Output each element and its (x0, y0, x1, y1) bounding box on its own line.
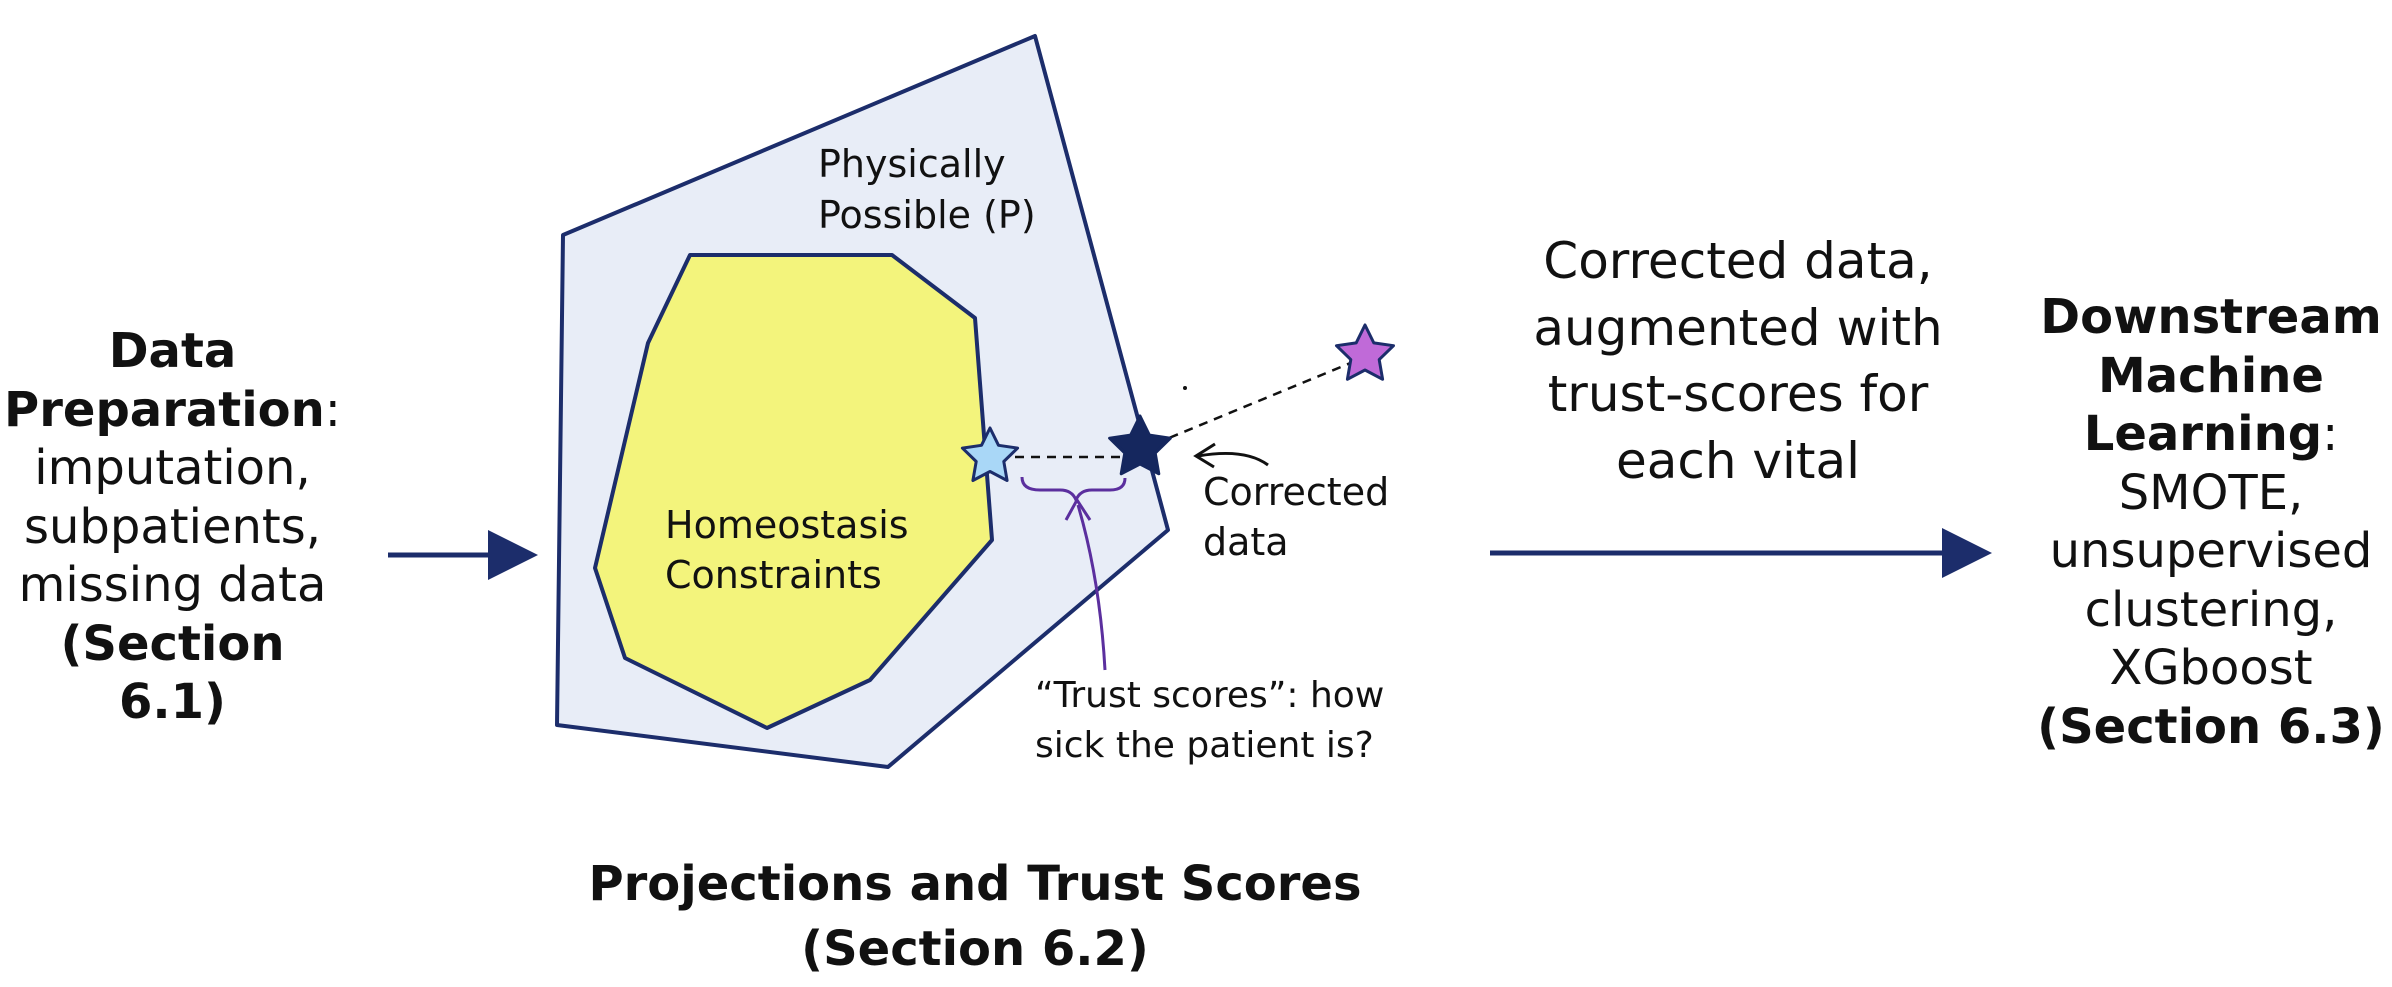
physically-possible-label-1: Physically (818, 142, 1006, 186)
physically-possible-label-2: Possible (P) (818, 193, 1036, 237)
data-preparation-line: missing data (18, 557, 327, 614)
corrected-data-description: Corrected data, augmented with trust-sco… (1468, 228, 2008, 494)
data-preparation-section: (Section 6.1) (60, 615, 285, 731)
data-preparation-title-2-row: Preparation: (0, 381, 345, 440)
trust-pointer (1076, 504, 1107, 671)
trust-scores-label-2: sick the patient is? (1035, 725, 1374, 766)
downstream-ml-title-2: Machine (2098, 347, 2324, 404)
downstream-ml-title-1: Downstream (2040, 289, 2382, 345)
downstream-ml-line: clustering, (2084, 581, 2338, 638)
corrected-data-line: trust-scores for (1547, 365, 1929, 423)
downstream-ml-line: SMOTE, (2118, 464, 2304, 521)
data-preparation-colon: : (324, 381, 341, 438)
downstream-ml-colon: : (2322, 406, 2339, 463)
data-preparation-line: subpatients, (24, 498, 321, 555)
data-preparation-line: imputation, (34, 440, 311, 497)
corrected-data-pointer (1197, 451, 1269, 467)
downstream-ml-block: Downstream Machine Learning: SMOTE, unsu… (2030, 288, 2392, 756)
homeostasis-projection-star-icon (960, 426, 1020, 482)
downstream-ml-line: unsupervised (2049, 523, 2373, 580)
data-preparation-block: Data Preparation: imputation, subpatient… (0, 322, 345, 732)
trust-pointer-head (1064, 497, 1092, 521)
projections-section: (Section 6.2) (801, 920, 1149, 977)
projections-title: Projections and Trust Scores (588, 856, 1362, 912)
homeostasis-region (593, 253, 994, 730)
corrected-data-label-2: data (1203, 520, 1289, 564)
raw-data-star-icon (1335, 323, 1395, 381)
homeostasis-label-2: Constraints (665, 553, 882, 597)
data-preparation-title-1: Data (108, 323, 237, 379)
corrected-data-line: each vital (1615, 431, 1861, 490)
data-preparation-title-2: Preparation (4, 381, 325, 438)
dot (1183, 386, 1187, 390)
corrected-data-line: augmented with (1533, 298, 1943, 357)
downstream-ml-title-3: Learning (2083, 406, 2323, 463)
downstream-ml-section: (Section 6.3) (2037, 698, 2385, 755)
homeostasis-label-1: Homeostasis (665, 503, 909, 547)
corrected-data-star-icon (1108, 414, 1172, 476)
downstream-ml-line: XGboost (2109, 640, 2313, 697)
downstream-ml-title-3-row: Learning: (2030, 405, 2392, 464)
projections-caption: Projections and Trust Scores (Section 6.… (540, 852, 1410, 982)
projection-dashed-line (1139, 355, 1366, 452)
corrected-data-line: Corrected data, (1543, 232, 1933, 290)
trust-scores-label-1: “Trust scores”: how (1035, 675, 1384, 716)
corrected-data-label-1: Corrected (1203, 470, 1389, 514)
corrected-data-pointer-head (1193, 442, 1216, 469)
